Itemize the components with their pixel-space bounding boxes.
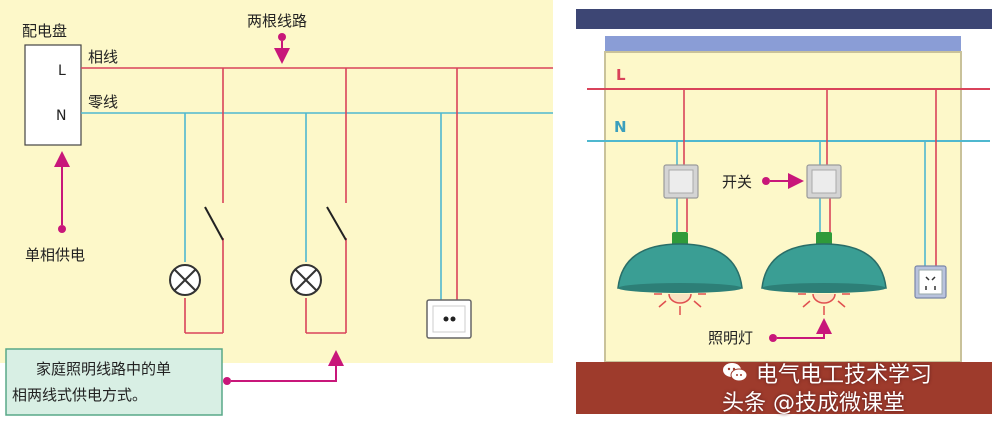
live-wire-label: 相线 bbox=[88, 48, 118, 66]
watermark-line-2: 头条 @技成微课堂 bbox=[722, 391, 905, 416]
caption-line-1: 家庭照明线路中的单 bbox=[36, 360, 171, 378]
room-wall bbox=[604, 51, 962, 363]
single-phase-pointer-dot bbox=[58, 225, 66, 233]
lamp-circuit-1 bbox=[169, 68, 224, 334]
room-lamp-unit-2 bbox=[761, 89, 887, 315]
ceiling-beam bbox=[605, 36, 961, 52]
light-bulb-2 bbox=[812, 293, 836, 304]
light-bulb-1 bbox=[668, 293, 692, 304]
caption-pointer-dot bbox=[223, 377, 231, 385]
neutral-wire-label: 零线 bbox=[88, 93, 118, 111]
switch-symbol-2 bbox=[326, 206, 347, 241]
lamp-arrow bbox=[777, 318, 832, 339]
lamp-shade-2 bbox=[761, 243, 887, 289]
lamp-shade-1 bbox=[617, 243, 743, 289]
switch-symbol-1 bbox=[204, 206, 224, 241]
socket-outlet bbox=[426, 299, 472, 339]
roof bbox=[576, 9, 992, 29]
lamp-socket-1 bbox=[672, 232, 688, 246]
distribution-board-label: 配电盘 bbox=[22, 22, 67, 40]
caption-line-2: 相两线式供电方式。 bbox=[12, 386, 147, 404]
lamp-label: 照明灯 bbox=[708, 329, 753, 347]
floor bbox=[576, 362, 992, 414]
room-l-label: L bbox=[616, 66, 626, 84]
single-phase-label: 单相供电 bbox=[25, 246, 85, 264]
watermark: 电气电工技术学习 头条 @技成微课堂 bbox=[722, 357, 982, 416]
switch-label: 开关 bbox=[722, 173, 752, 191]
terminal-n-label: N bbox=[56, 108, 66, 124]
caption-box bbox=[5, 348, 223, 416]
wechat-icon bbox=[723, 363, 748, 382]
distribution-board bbox=[24, 44, 82, 146]
room-socket-unit bbox=[914, 89, 947, 299]
switch-pointer-dot bbox=[762, 177, 770, 185]
room-lamp-unit-1 bbox=[617, 89, 743, 315]
lamp-circuit-2 bbox=[290, 68, 347, 334]
caption-arrow bbox=[231, 350, 344, 382]
terminal-l-label: L bbox=[58, 63, 66, 79]
two-wire-pointer-dot bbox=[278, 33, 286, 41]
lamp-socket-2 bbox=[816, 232, 832, 246]
watermark-line-1: 电气电工技术学习 bbox=[756, 363, 933, 388]
house-illustration bbox=[576, 9, 992, 414]
two-wire-label: 两根线路 bbox=[247, 12, 307, 30]
room-n-label: N bbox=[614, 118, 627, 136]
socket-circuit bbox=[426, 68, 472, 339]
lamp-pointer-dot bbox=[769, 334, 777, 342]
